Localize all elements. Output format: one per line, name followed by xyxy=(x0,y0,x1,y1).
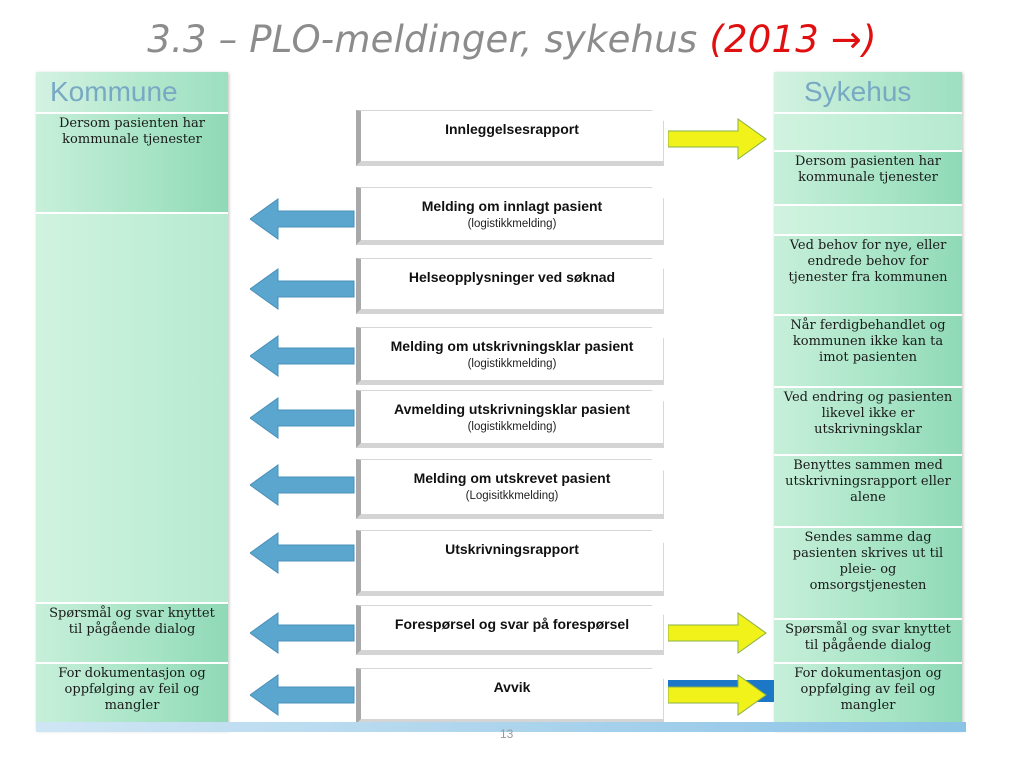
message-title: Helseopplysninger ved søknad xyxy=(408,269,616,285)
message-helseopplysninger: Helseopplysninger ved søknad xyxy=(356,258,664,314)
kommune-column: Kommune Dersom pasienten har kommunale t… xyxy=(36,72,228,730)
arrow-left-helseopplysninger xyxy=(250,268,355,310)
message-subtitle: (Logisitkkmelding) xyxy=(465,490,559,502)
slide-title-accent: (2013 →) xyxy=(709,18,877,61)
message-title: Avvik xyxy=(493,679,531,695)
sykehus-cell-sendes: Sendes samme dag pasienten skrives ut ti… xyxy=(774,526,962,618)
sykehus-cell-dialog: Spørsmål og svar knyttet til pågående di… xyxy=(774,618,962,662)
message-title: Innleggelsesrapport xyxy=(445,121,579,137)
sykehus-cell-ferdigbehandlet: Når ferdigbehandlet og kommunen ikke kan… xyxy=(774,314,962,386)
message-utskrevet-pasient: Melding om utskrevet pasient (Logisitkkm… xyxy=(356,459,664,519)
message-innleggelsesrapport: Innleggelsesrapport xyxy=(356,110,664,166)
arrow-left-innlagt-pasient xyxy=(250,198,355,240)
page-number: 13 xyxy=(500,727,514,741)
message-title: Utskrivningsrapport xyxy=(445,541,579,557)
arrow-right-innleggelsesrapport xyxy=(668,118,767,160)
slide-title-main: 3.3 – PLO-meldinger, sykehus xyxy=(147,18,710,61)
footer-bar xyxy=(36,722,966,732)
arrow-left-utskrevet xyxy=(250,464,355,506)
arrow-left-forespoersel xyxy=(250,612,355,654)
kommune-cell-dialog: Spørsmål og svar knyttet til pågående di… xyxy=(36,602,228,662)
message-title: Melding om innlagt pasient xyxy=(421,198,603,214)
sykehus-column: Sykehus Dersom pasienten har kommunale t… xyxy=(774,72,962,730)
message-title: Avmelding utskrivningsklar pasient xyxy=(394,401,630,417)
message-title: Melding om utskrivningsklar pasient xyxy=(390,338,634,354)
kommune-cell-kommunale-tjenester: Dersom pasienten har kommunale tjenester xyxy=(36,112,228,212)
message-utskrivningsklar-pasient: Melding om utskrivningsklar pasient (log… xyxy=(356,327,664,385)
sykehus-cell-benyttes: Benyttes sammen med utskrivningsrapport … xyxy=(774,454,962,526)
sykehus-cell-gap xyxy=(774,204,962,234)
arrow-left-utskrivningsklar xyxy=(250,335,355,377)
kommune-cell-avvik: For dokumentasjon og oppfølging av feil … xyxy=(36,662,228,730)
message-subtitle: (logistikkmelding) xyxy=(467,358,557,370)
sykehus-cell-behov: Ved behov for nye, eller endrede behov f… xyxy=(774,234,962,314)
sykehus-cell-avvik: For dokumentasjon og oppfølging av feil … xyxy=(774,662,962,730)
message-title: Forespørsel og svar på forespørsel xyxy=(394,616,630,632)
arrow-left-utskrivningsrapport xyxy=(250,532,355,574)
sykehus-cell-kommunale-tjenester: Dersom pasienten har kommunale tjenester xyxy=(774,150,962,204)
message-title: Melding om utskrevet pasient xyxy=(413,470,611,486)
message-subtitle: (logistikkmelding) xyxy=(467,218,557,230)
arrow-right-avvik xyxy=(668,674,767,716)
sykehus-cell-endring: Ved endring og pasienten likevel ikke er… xyxy=(774,386,962,454)
message-avvik: Avvik xyxy=(356,668,664,724)
kommune-cell-empty xyxy=(36,212,228,602)
slide-title: 3.3 – PLO-meldinger, sykehus (2013 →) xyxy=(0,18,1024,61)
arrow-right-forespoersel xyxy=(668,612,767,654)
message-forespoersel: Forespørsel og svar på forespørsel xyxy=(356,605,664,655)
arrow-left-avmelding xyxy=(250,397,355,439)
sykehus-cell-top-empty xyxy=(774,112,962,150)
arrow-left-avvik xyxy=(250,674,355,716)
message-innlagt-pasient: Melding om innlagt pasient (logistikkmel… xyxy=(356,187,664,245)
kommune-heading: Kommune xyxy=(50,76,178,107)
sykehus-heading: Sykehus xyxy=(804,76,912,107)
message-utskrivningsrapport: Utskrivningsrapport xyxy=(356,530,664,596)
message-avmelding-utskrivningsklar: Avmelding utskrivningsklar pasient (logi… xyxy=(356,390,664,448)
message-subtitle: (logistikkmelding) xyxy=(467,421,557,433)
